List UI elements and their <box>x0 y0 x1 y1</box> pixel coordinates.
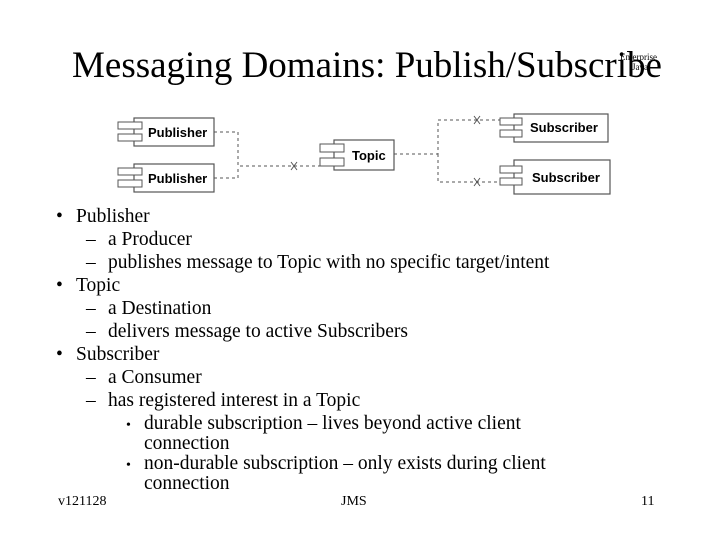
sub-bullet: –a Producer <box>52 228 549 251</box>
connector-lines <box>214 119 500 183</box>
bullet-dot-icon: • <box>56 344 63 365</box>
sub-bullet: –a Consumer <box>52 366 549 389</box>
sub-sub-bullet-continuation: connection <box>144 473 230 494</box>
publisher-2-component: Publisher <box>117 163 215 193</box>
sub-sub-bullet: • durable subscription – lives beyond act… <box>52 413 549 435</box>
sub-sub-bullet-continuation: connection <box>144 433 230 454</box>
bullet-publisher: • Publisher <box>52 205 549 228</box>
sub-bullet-text: has registered interest in a Topic <box>108 390 361 411</box>
sub-bullet: –delivers message to active Subscribers <box>52 320 549 343</box>
publisher-2-label: Publisher <box>148 171 207 186</box>
logo-line-1: Enterprise <box>620 52 657 62</box>
publisher-1-label: Publisher <box>148 125 207 140</box>
topic-label: Topic <box>352 148 386 163</box>
footer-subject: JMS <box>341 494 367 509</box>
sub-bullet-text: a Consumer <box>108 367 202 388</box>
dash-icon: – <box>86 298 96 319</box>
subscriber-1-component: Subscriber <box>499 113 609 143</box>
subscriber-2-label: Subscriber <box>532 170 600 185</box>
slide-title: Messaging Domains: Publish/Subscribe <box>72 45 662 86</box>
bullet-dot-icon: • <box>126 458 131 473</box>
dash-icon: – <box>86 321 96 342</box>
sub-bullet-text: a Destination <box>108 298 212 319</box>
sub-sub-bullet: • non-durable subscription – only exists … <box>52 453 549 475</box>
sub-bullet-text: a Producer <box>108 229 192 250</box>
sub-sub-bullet-text: non-durable subscription – only exists d… <box>144 453 546 474</box>
footer-version: v121128 <box>58 494 107 509</box>
dash-icon: – <box>86 229 96 250</box>
logo-line-2: Java <box>632 62 648 72</box>
bullet-text: Publisher <box>76 206 150 227</box>
dash-icon: – <box>86 390 96 411</box>
footer-page-number: 11 <box>641 494 655 509</box>
sub-bullet-text: publishes message to Topic with no speci… <box>108 252 550 273</box>
bullet-topic: • Topic <box>52 274 549 297</box>
dash-icon: – <box>86 252 96 273</box>
sub-bullet: –has registered interest in a Topic <box>52 389 549 412</box>
subscriber-1-label: Subscriber <box>530 120 598 135</box>
topic-component: Topic <box>319 139 395 171</box>
publisher-1-component: Publisher <box>117 117 215 147</box>
connector-markers <box>290 115 481 187</box>
bullet-text: Subscriber <box>76 344 160 365</box>
bullet-list: •Publisher –a Producer –publishes messag… <box>52 205 549 493</box>
bullet-text: Topic <box>76 275 121 296</box>
subscriber-2-component: Subscriber <box>499 159 611 195</box>
bullet-subscriber: • Subscriber <box>52 343 549 366</box>
bullet-dot-icon: • <box>56 275 63 296</box>
sub-bullet: –publishes message to Topic with no spec… <box>52 251 549 274</box>
pubsub-diagram: Publisher Publisher Topic Subscriber Sub… <box>117 113 611 195</box>
sub-bullet-text: delivers message to active Subscribers <box>108 321 408 342</box>
sub-sub-bullet-text: durable subscription – lives beyond acti… <box>144 413 521 434</box>
enterprise-java-logo: Enterprise Java <box>620 52 657 72</box>
bullet-dot-icon: • <box>56 206 63 227</box>
bullet-dot-icon: • <box>126 418 131 433</box>
dash-icon: – <box>86 367 96 388</box>
sub-bullet: –a Destination <box>52 297 549 320</box>
